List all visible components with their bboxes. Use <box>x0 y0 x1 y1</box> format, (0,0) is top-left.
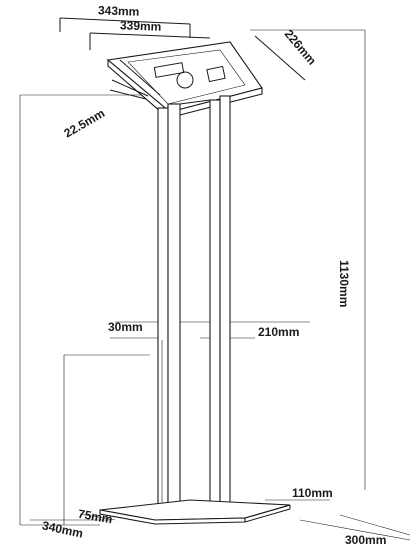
label-226mm: 226mm <box>282 27 319 68</box>
label-22-5mm: 22.5mm <box>61 106 107 140</box>
base-plate <box>99 499 291 525</box>
label-210mm: 210mm <box>258 325 299 339</box>
label-340mm: 340mm <box>41 518 84 540</box>
label-339mm: 339mm <box>120 18 162 33</box>
label-75mm: 75mm <box>77 507 114 527</box>
label-1130mm: 1130mm <box>337 260 351 307</box>
label-300mm: 300mm <box>345 533 386 547</box>
dimension-frame-lines <box>19 29 411 541</box>
top-dimension-lines <box>59 17 306 101</box>
label-343mm: 343mm <box>98 3 140 18</box>
label-110mm: 110mm <box>292 486 333 500</box>
pole <box>157 95 231 509</box>
tablet-enclosure <box>106 41 263 119</box>
label-30mm: 30mm <box>108 320 143 334</box>
